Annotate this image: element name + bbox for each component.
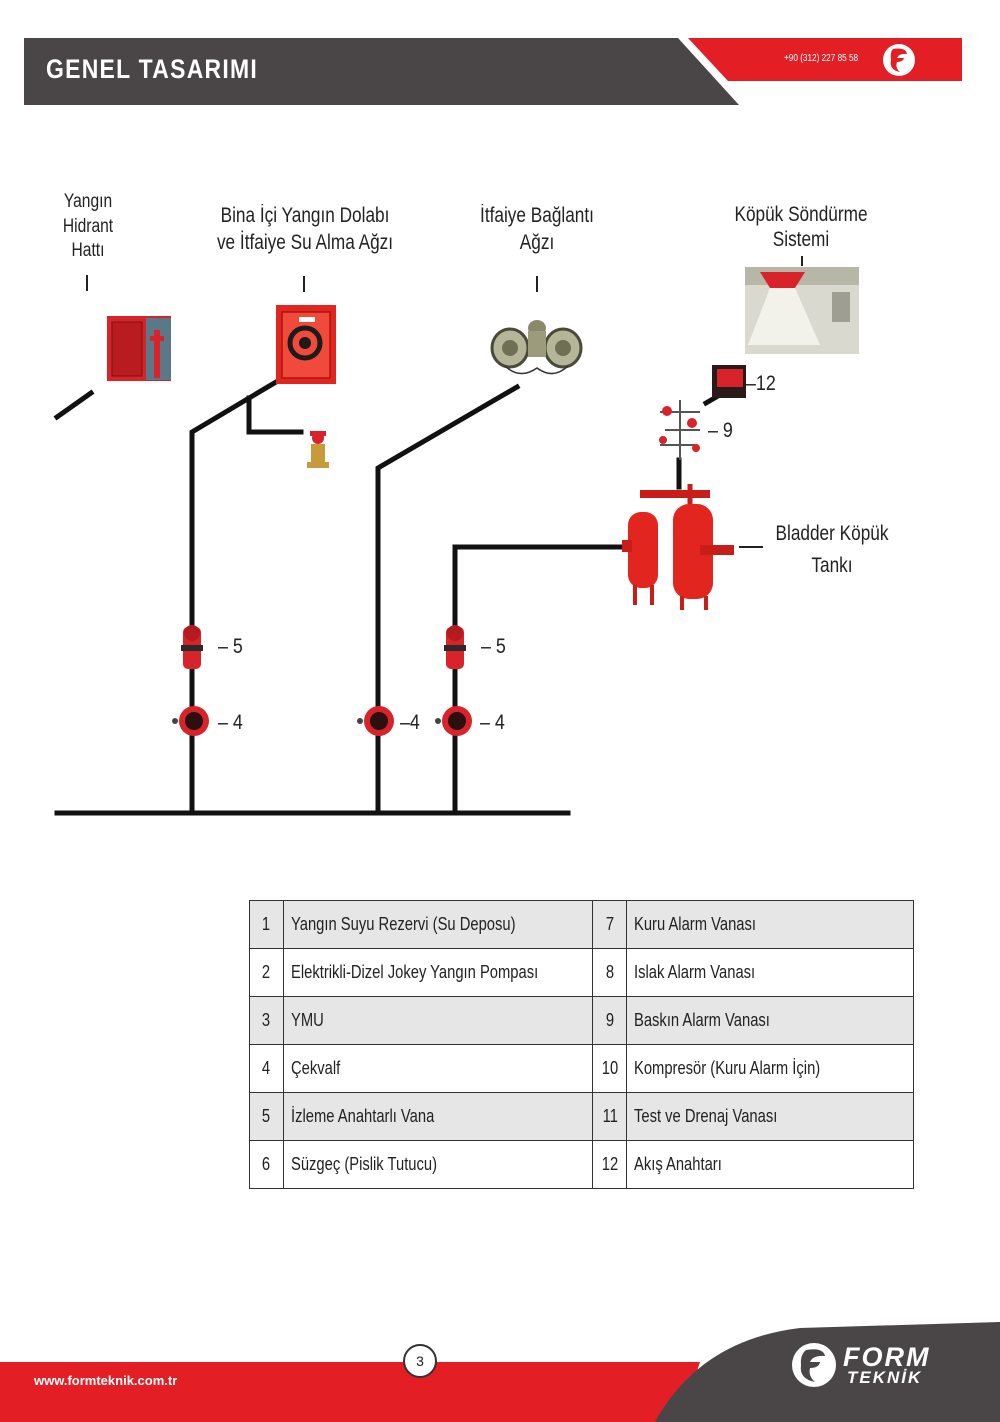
- legend-text: Islak Alarm Vanası: [634, 962, 756, 982]
- hydrant-pipe: [53, 389, 95, 421]
- legend-number: 6: [262, 1154, 271, 1174]
- foam-system-image: [745, 267, 859, 354]
- legend-text: Çekvalf: [291, 1058, 341, 1078]
- label-hydrant-line: Yangın Hidrant Hattı: [62, 191, 114, 262]
- legend-number: 11: [602, 1106, 618, 1126]
- legend-text: İzleme Anahtarlı Vana: [291, 1106, 435, 1126]
- legend-text: Akış Anahtarı: [634, 1154, 723, 1174]
- header-logo-icon: [883, 44, 915, 76]
- fire-connection-riser-pipe: [375, 383, 521, 816]
- legend-number: 9: [605, 1010, 615, 1030]
- callout-12: –12: [746, 372, 776, 395]
- label-foam-system: Köpük Söndürme Sistemi: [734, 203, 868, 252]
- callout-5-right: – 5: [481, 635, 506, 658]
- hydrant-cabinet-image: [107, 316, 171, 381]
- callout-5-left: – 5: [218, 635, 243, 658]
- piping-diagram: [53, 267, 859, 816]
- callout-4-middle: –4: [400, 711, 420, 734]
- legend-number: 8: [605, 962, 615, 982]
- check-valve-icon-3: [435, 706, 472, 736]
- foam-riser-pipe: [452, 544, 631, 816]
- legend-text: Kuru Alarm Vanası: [634, 914, 757, 934]
- check-valve-icon-1: [172, 706, 209, 736]
- table-row: 5 İzleme Anahtarlı Vana 11 Test ve Drena…: [249, 1092, 915, 1141]
- legend-text: Baskın Alarm Vanası: [634, 1010, 771, 1030]
- legend-text: Süzgeç (Pislik Tutucu): [291, 1154, 438, 1174]
- brand-name-form: FORM: [843, 1342, 931, 1372]
- flow-switch-image: [712, 365, 746, 398]
- legend-text: Yangın Suyu Rezervi (Su Deposu): [291, 914, 516, 934]
- label-fire-cabinet: Bina İçi Yangın Dolabı ve İtfaiye Su Alm…: [216, 204, 394, 255]
- legend-text: Test ve Drenaj Vanası: [634, 1106, 778, 1126]
- tick-fire-connection: [536, 276, 538, 292]
- legend-text: Elektrikli-Dizel Jokey Yangın Pompası: [291, 962, 539, 982]
- legend-number: 1: [262, 914, 271, 934]
- monitored-valve-icon-right: [444, 625, 466, 669]
- callout-9: – 9: [708, 419, 733, 442]
- header-phone: +90 (312) 227 85 58: [784, 53, 859, 64]
- footer-background: [0, 1322, 1000, 1422]
- deluge-valve-image: [659, 400, 700, 460]
- legend-number: 2: [262, 962, 271, 982]
- footer-website-link[interactable]: www.formteknik.com.tr: [34, 1373, 178, 1388]
- table-row: 3 YMU 9 Baskın Alarm Vanası: [249, 996, 915, 1045]
- legend-number: 4: [262, 1058, 271, 1078]
- page-title: GENEL TASARIMI: [46, 54, 259, 84]
- callout-4-left: – 4: [218, 711, 243, 734]
- table-row: 6 Süzgeç (Pislik Tutucu) 12 Akış Anahtar…: [249, 1140, 915, 1189]
- legend-number: 5: [262, 1106, 271, 1126]
- legend-number: 12: [601, 1154, 619, 1174]
- brand-name-teknik: TEKNİK: [847, 1368, 923, 1387]
- legend-number: 10: [601, 1058, 619, 1078]
- legend-text: YMU: [291, 1010, 324, 1030]
- legend-number: 7: [605, 914, 615, 934]
- bladder-tank-image: [622, 484, 734, 610]
- legend-number: 3: [262, 1010, 271, 1030]
- page-number: 3: [403, 1344, 437, 1378]
- table-row: 4 Çekvalf 10 Kompresör (Kuru Alarm İçin): [249, 1044, 915, 1093]
- fire-cabinet-image: [276, 305, 336, 384]
- monitored-valve-icon-left: [181, 625, 203, 669]
- label-bladder-tank: Bladder Köpük Tankı: [775, 522, 889, 577]
- tick-foam-system: [801, 256, 803, 266]
- fire-department-connection-image: [490, 320, 583, 375]
- cabinet-riser-pipe: [189, 378, 280, 816]
- tick-cabinet: [303, 276, 305, 292]
- label-fire-connection: İtfaiye Bağlantı Ağzı: [480, 204, 594, 255]
- tick-hydrant: [86, 275, 88, 291]
- check-valve-icon-2: [357, 706, 394, 736]
- cabinet-branch-pipe: [246, 395, 304, 435]
- table-row: 1 Yangın Suyu Rezervi (Su Deposu) 7 Kuru…: [249, 900, 915, 949]
- legend-text: Kompresör (Kuru Alarm İçin): [634, 1058, 821, 1078]
- header-background: [24, 38, 962, 105]
- legend-table: 1 Yangın Suyu Rezervi (Su Deposu) 7 Kuru…: [249, 900, 915, 1189]
- footer-logo-icon: [792, 1343, 836, 1387]
- landing-valve-image: [307, 431, 329, 468]
- callout-4-right: – 4: [480, 711, 505, 734]
- table-row: 2 Elektrikli-Dizel Jokey Yangın Pompası …: [249, 948, 915, 997]
